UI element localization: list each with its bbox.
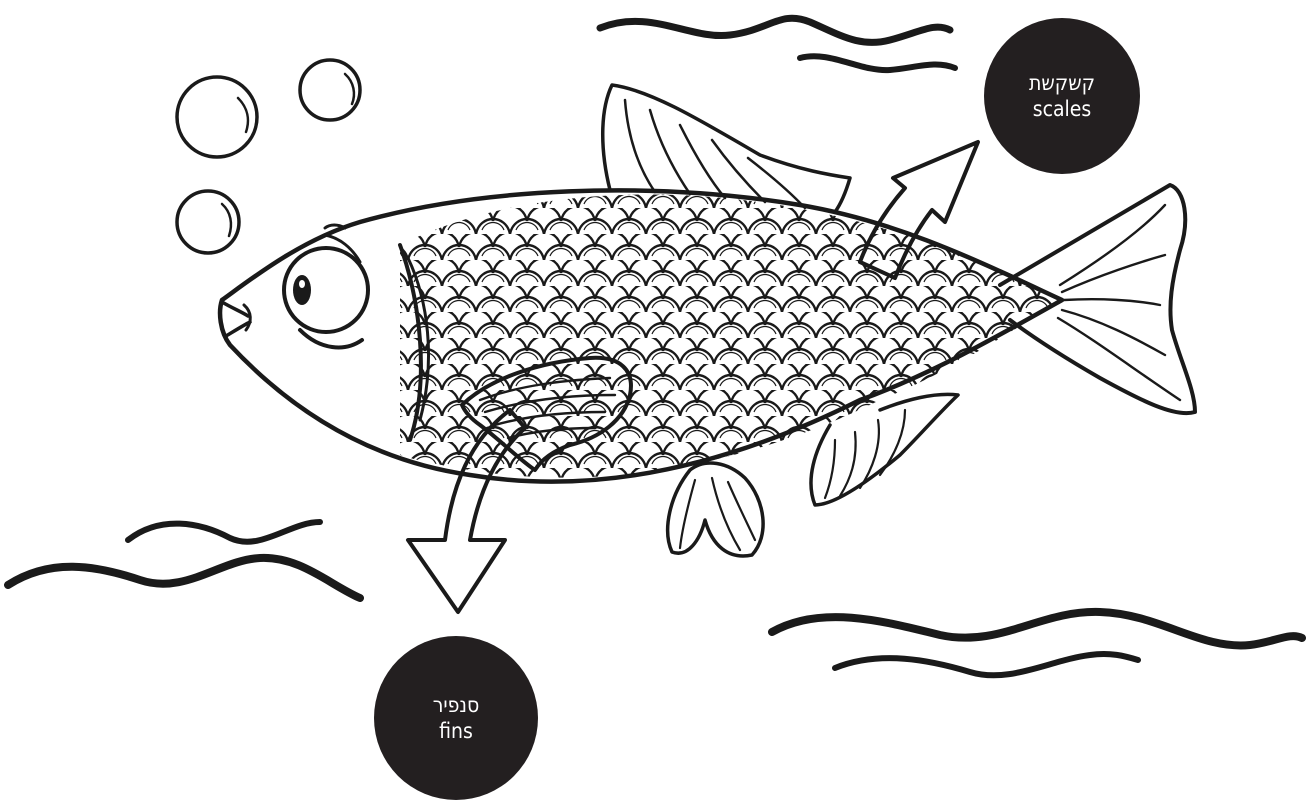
dorsal-fin [603,85,850,212]
wave-top [600,18,955,70]
wave-bottom-left [8,522,360,598]
scales-label: קשקשת scales [984,18,1140,174]
fins-label: סנפיר fins [374,636,538,800]
fins-label-hebrew: סנפיר [433,692,480,718]
scales-label-english: scales [1033,96,1092,122]
eye-pupil [293,275,311,305]
fins-label-english: fins [439,718,473,744]
wave-bottom-right [772,612,1302,675]
fish-body [220,180,1075,500]
pelvic-fin [668,463,763,556]
scales-label-hebrew: קשקשת [1029,70,1095,96]
